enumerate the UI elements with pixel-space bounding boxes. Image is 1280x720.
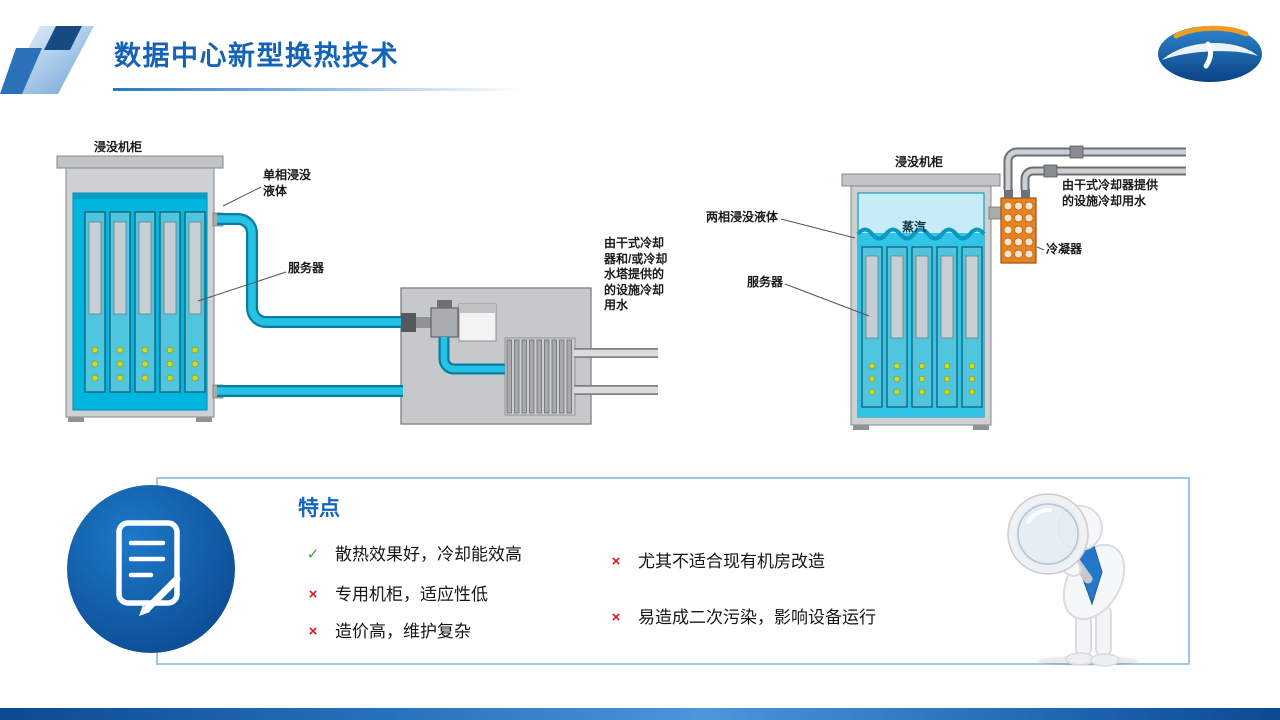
label-right-cabinet: 浸没机柜 <box>895 155 944 169</box>
cross-icon: × <box>308 623 318 640</box>
cross-icon: × <box>308 586 318 603</box>
feature-item-cross: × 造价高，维护复杂 <box>304 621 471 644</box>
feature-text: 易造成二次污染，影响设备运行 <box>638 608 876 627</box>
features-icon-circle <box>67 485 235 653</box>
check-icon: ✓ <box>306 546 320 563</box>
cross-icon: × <box>611 609 621 626</box>
logo-icon <box>1158 25 1262 82</box>
feature-text: 尤其不适合现有机房改造 <box>638 552 825 571</box>
label-left-supply: 由干式冷却 器和/或冷却 水塔提供的 的设施冷却 用水 <box>604 236 668 313</box>
label-left-cabinet: 浸没机柜 <box>94 140 143 154</box>
left-pipes <box>217 213 410 397</box>
condenser <box>1000 197 1037 264</box>
condenser-pipes <box>1003 145 1186 198</box>
feature-text: 造价高，维护复杂 <box>335 622 471 641</box>
bottom-bar <box>0 708 1280 720</box>
vapor-wave <box>856 227 986 241</box>
feature-text: 散热效果好，冷却能效高 <box>335 545 522 564</box>
label-left-server: 服务器 <box>288 261 325 275</box>
decoration-shape-blue <box>0 48 42 94</box>
label-right-vapor: 蒸汽 <box>902 220 927 234</box>
features-box <box>156 477 1190 665</box>
right-leader-lines <box>780 218 1045 317</box>
feature-item-check: ✓ 散热效果好，冷却能效高 <box>304 544 522 567</box>
features-title: 特点 <box>298 497 340 520</box>
label-right-fluid: 两相浸没液体 <box>706 210 779 224</box>
label-right-server: 服务器 <box>747 275 784 289</box>
cross-icon: × <box>611 553 621 570</box>
feature-item-cross: × 尤其不适合现有机房改造 <box>607 551 825 574</box>
left-servers <box>84 211 206 393</box>
label-right-condenser: 冷凝器 <box>1046 242 1083 256</box>
right-servers <box>861 246 983 408</box>
feature-text: 专用机柜，适应性低 <box>335 585 488 604</box>
label-right-supply: 由干式冷却器提供 的设施冷却用水 <box>1062 178 1159 208</box>
cooling-coil <box>504 337 576 416</box>
left-leader-lines <box>197 186 287 302</box>
header-decoration <box>0 26 94 94</box>
label-left-fluid: 单相浸没 液体 <box>263 168 312 198</box>
decoration-shape-navy <box>44 26 82 50</box>
feature-item-cross: × 专用机柜，适应性低 <box>304 584 488 607</box>
document-pencil-icon <box>116 520 181 616</box>
title-underline <box>113 88 523 91</box>
page-title: 数据中心新型换热技术 <box>114 41 399 71</box>
feature-item-cross: × 易造成二次污染，影响设备运行 <box>607 607 876 630</box>
figure-magnifier-illustration <box>1007 493 1138 667</box>
outlet-pipes <box>574 348 658 395</box>
heat-exchanger-unit <box>401 300 658 416</box>
